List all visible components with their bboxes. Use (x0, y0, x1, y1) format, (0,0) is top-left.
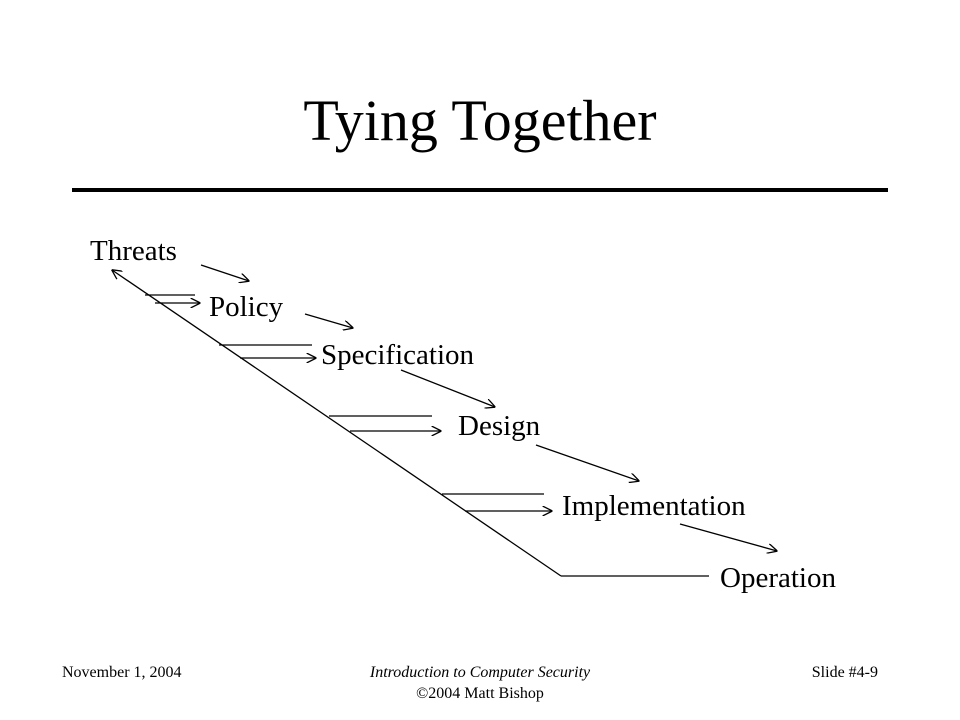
stage-threats: Threats (90, 235, 177, 267)
arrow-threats-to-policy (200, 264, 249, 281)
stage-specification: Specification (321, 339, 475, 371)
arrow-design-to-implementation (535, 444, 639, 481)
arrow-policy-to-specification (304, 313, 353, 328)
stage-implementation: Implementation (562, 490, 746, 522)
stage-design: Design (458, 410, 541, 442)
slide-title: Tying Together (303, 88, 657, 153)
footer-slide-number: Slide #4-9 (811, 664, 878, 681)
footer-copyright: ©2004 Matt Bishop (416, 684, 544, 702)
title-rule (72, 188, 888, 192)
arrow-implementation-to-operation (679, 523, 777, 551)
footer-course-title: Introduction to Computer Security (369, 664, 591, 681)
arrow-specification-to-design (400, 369, 495, 407)
stage-operation: Operation (720, 562, 836, 594)
footer-course-block: Introduction to Computer Security ©2004 … (0, 663, 960, 705)
footer-date: November 1, 2004 (62, 664, 182, 681)
feedback-diagonal-to-threats (112, 270, 562, 577)
stage-policy: Policy (209, 291, 284, 323)
